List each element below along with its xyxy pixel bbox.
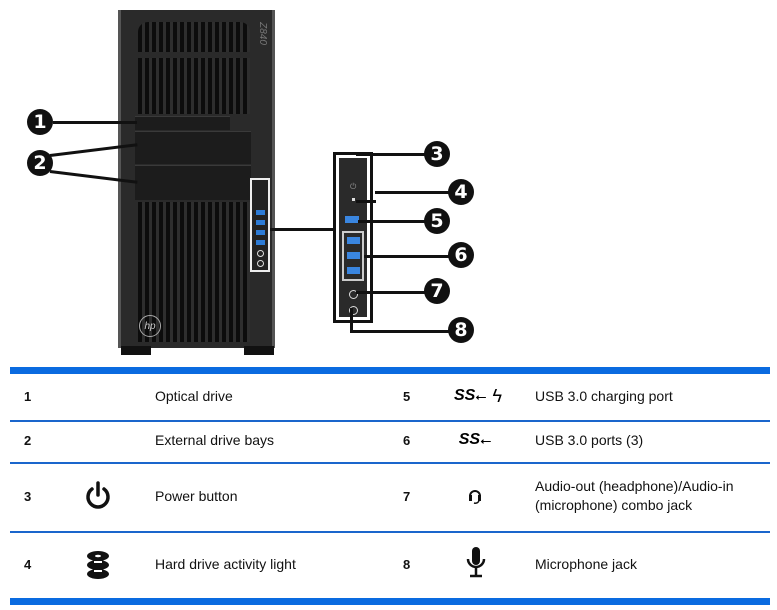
panel-mic-jack <box>349 306 358 315</box>
table-bottom-rule <box>10 598 770 605</box>
item-number: 1 <box>24 389 32 404</box>
panel-power-button: ⏻ <box>350 182 357 191</box>
callout-line <box>358 220 426 223</box>
usb-port <box>256 240 265 245</box>
microphone-icon <box>466 547 486 578</box>
top-vent <box>138 22 250 52</box>
callout-1: 1 <box>27 109 53 135</box>
callout-6: 6 <box>448 242 474 268</box>
callout-line <box>375 191 449 194</box>
item-label: External drive bays <box>155 432 275 448</box>
usb-superspeed-icon: SS⭠ <box>458 431 492 448</box>
callout-2: 2 <box>27 150 53 176</box>
item-label: USB 3.0 charging port <box>535 388 673 404</box>
callout-line <box>350 330 450 333</box>
usb-port <box>256 230 265 235</box>
item-label: Power button <box>155 488 238 504</box>
table-top-rule <box>10 367 770 374</box>
callout-4: 4 <box>448 179 474 205</box>
panel-audio-jack <box>349 290 358 299</box>
upper-vent <box>138 58 250 114</box>
callout-7: 7 <box>424 278 450 304</box>
usb-superspeed-charging-icon: SS⭠ϟ <box>453 385 503 406</box>
item-label: Optical drive <box>155 388 233 404</box>
row-divider <box>10 531 770 533</box>
item-number: 3 <box>24 489 32 504</box>
usb-port <box>347 237 360 244</box>
callout-line <box>356 291 426 294</box>
usb-port <box>347 267 360 274</box>
usb-port <box>347 252 360 259</box>
panel-hdd-light <box>352 198 355 201</box>
item-number: 2 <box>24 433 32 448</box>
panel-usb-group <box>342 231 364 281</box>
callout-line <box>356 200 376 203</box>
model-label: Z840 <box>256 22 268 45</box>
hp-logo: hp <box>139 315 161 337</box>
workstation-tower: Z840 hp <box>118 10 275 348</box>
callout-line <box>53 121 137 124</box>
callout-line <box>350 308 353 332</box>
power-icon <box>86 481 110 509</box>
usb-port <box>256 210 265 215</box>
item-label: Hard drive activity light <box>155 556 296 572</box>
panel-body: ⏻ <box>339 158 367 317</box>
item-number: 5 <box>403 389 411 404</box>
callout-line <box>356 153 426 156</box>
tower-foot <box>244 346 274 355</box>
headset-icon <box>469 490 481 504</box>
hp-logo-text: hp <box>144 320 156 332</box>
usb-ss-text: SS <box>453 387 476 404</box>
optical-drive <box>135 116 230 130</box>
callout-5: 5 <box>424 208 450 234</box>
tower-foot <box>121 346 151 355</box>
item-number: 8 <box>403 557 411 572</box>
mic-jack <box>257 260 264 267</box>
front-port-panel <box>250 178 270 272</box>
callout-line <box>364 255 450 258</box>
item-number: 6 <box>403 433 411 448</box>
connector-line <box>270 228 334 231</box>
drive-bay-1 <box>135 131 251 164</box>
item-label: Audio-out (headphone)/Audio-in (micropho… <box>535 478 734 513</box>
zoomed-port-panel: ⏻ <box>333 152 373 323</box>
item-label: USB 3.0 ports (3) <box>535 432 644 448</box>
row-divider <box>10 420 770 422</box>
drive-bay-2 <box>135 165 251 200</box>
usb-ss-text: SS <box>458 431 481 448</box>
item-number: 4 <box>24 557 32 572</box>
callout-3: 3 <box>424 141 450 167</box>
hard-drive-icon <box>87 551 109 579</box>
item-number: 7 <box>403 489 411 504</box>
usb-port <box>256 220 265 225</box>
item-label: Microphone jack <box>535 556 637 572</box>
row-divider <box>10 462 770 464</box>
audio-jack <box>257 250 264 257</box>
panel-charging-usb <box>345 216 359 223</box>
callout-8: 8 <box>448 317 474 343</box>
